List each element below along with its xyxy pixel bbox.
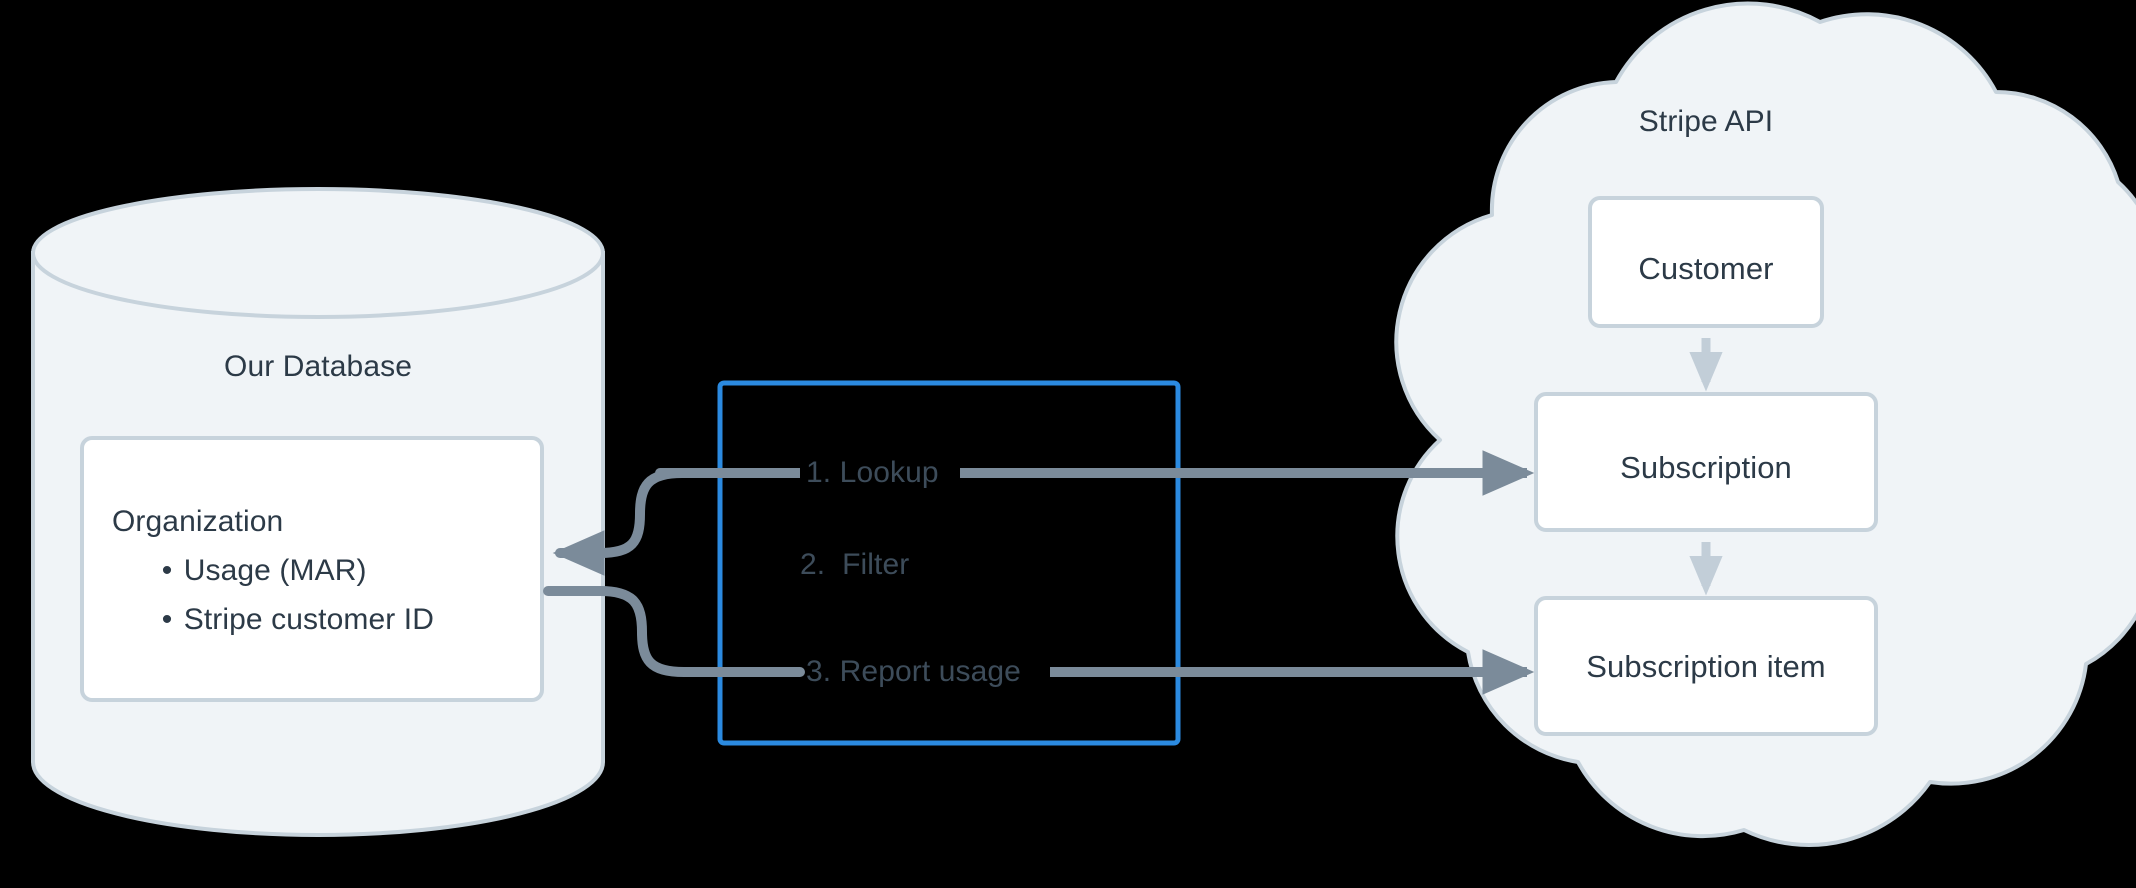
flow-arrows: [543, 450, 1535, 695]
stripe-resource-cards: [1534, 196, 1878, 736]
stripe-resource-subscription-item-label: Subscription item: [1586, 649, 1826, 684]
bullet-icon: •: [161, 554, 173, 587]
arrow-organization-to-process: [543, 586, 805, 677]
stripe-resource-customer-label: Customer: [1638, 251, 1774, 286]
stripe-api-title: Stripe API: [1638, 105, 1774, 138]
process-step-3: 3. Report usage: [806, 655, 1021, 688]
organization-field-0-label: Usage (MAR): [183, 554, 367, 587]
bullet-icon: •: [161, 603, 173, 636]
card-subscription: [1534, 392, 1878, 532]
organization-field-1-label: Stripe customer ID: [183, 603, 434, 636]
database-title: Our Database: [224, 350, 412, 383]
organization-card: [80, 436, 544, 702]
organization-field-0: • Usage (MAR): [128, 520, 367, 622]
arrow-response-to-organization: [552, 468, 683, 576]
card-customer: [1588, 196, 1824, 328]
process-step-1: 1. Lookup: [806, 456, 939, 489]
process-step-2: 2. Filter: [800, 548, 910, 581]
stripe-resource-subscription-label: Subscription: [1620, 450, 1792, 485]
card-subscription-item: [1534, 596, 1878, 736]
organization-entity-name: Organization: [112, 505, 284, 538]
process-box: [717, 380, 1181, 746]
organization-field-1: • Stripe customer ID: [128, 569, 434, 671]
